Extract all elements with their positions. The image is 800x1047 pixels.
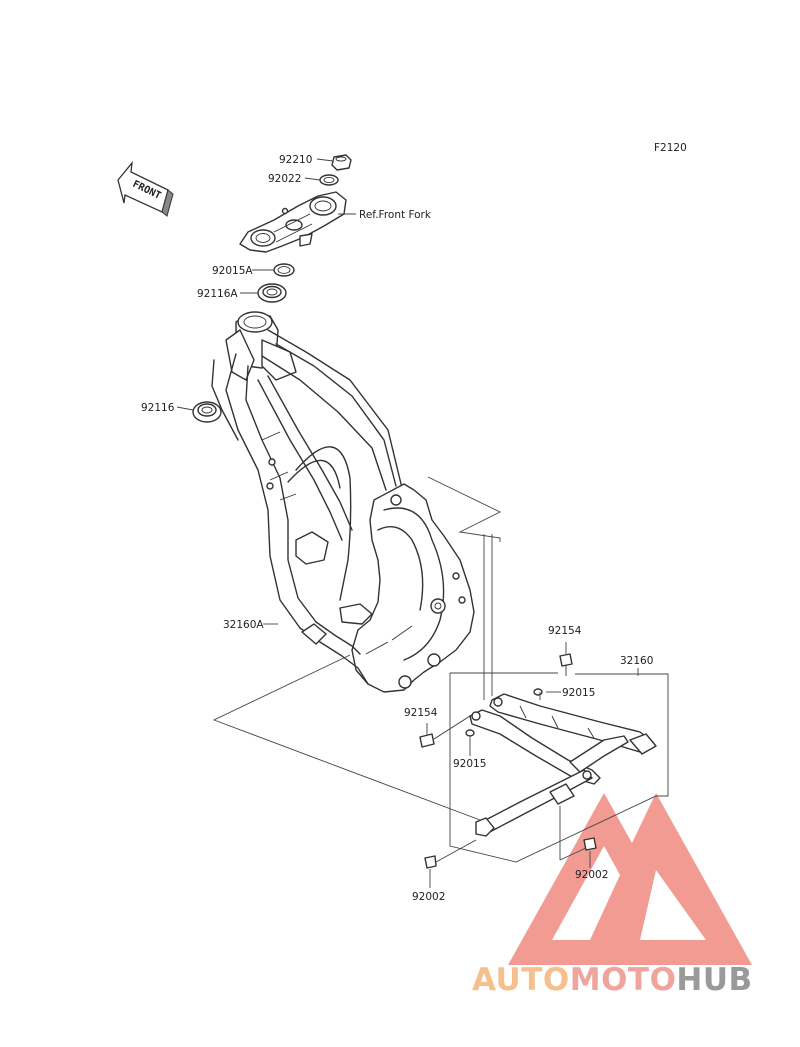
part-label: 32160	[620, 655, 653, 667]
part-label: 92116	[141, 402, 175, 414]
part-label: 92002	[575, 869, 608, 881]
part-labels: 92210 92022 Ref.Front Fork 92015A 92116A…	[141, 154, 653, 903]
washer-92022	[319, 174, 339, 186]
part-label: 92015A	[212, 265, 253, 277]
part-label: 92015	[562, 687, 595, 699]
collar-92015-left	[465, 729, 475, 737]
watermark-moto: MOTO	[569, 962, 677, 998]
sub-frame-32160	[469, 693, 657, 837]
steering-stem-head	[239, 191, 347, 253]
part-label: 92022	[268, 173, 301, 185]
part-label: 92154	[548, 625, 582, 637]
collar-92015-upper	[533, 688, 543, 696]
bearing-92116	[192, 401, 222, 423]
part-label: 92015	[453, 758, 486, 770]
watermark-logo	[508, 793, 752, 965]
part-label: 92210	[279, 154, 312, 166]
bearing-92116a	[257, 283, 287, 303]
assembly-guide-lines	[212, 476, 669, 863]
bearing-seal-92015a	[273, 263, 295, 277]
part-label: 32160A	[223, 619, 264, 631]
main-frame-32160a	[211, 311, 475, 693]
bolt-92002-left	[424, 855, 437, 869]
bolt-92154-left	[419, 715, 471, 748]
stem-nut-92210	[331, 154, 352, 171]
bolt-92154-upper	[559, 653, 573, 676]
watermark-auto: AUTO	[472, 962, 570, 998]
watermark-wordmark: AUTOMOTOHUB	[472, 962, 794, 1002]
bolt-92002-right	[583, 837, 597, 851]
part-label: 92002	[412, 891, 445, 903]
part-label: 92116A	[197, 288, 238, 300]
part-label: 92154	[404, 707, 438, 719]
watermark-hub: HUB	[676, 962, 753, 998]
leader-lines	[176, 158, 639, 888]
diagram-code: F2120	[654, 142, 687, 154]
front-direction-arrow: FRONT	[117, 160, 174, 217]
reference-label: Ref.Front Fork	[359, 209, 432, 221]
